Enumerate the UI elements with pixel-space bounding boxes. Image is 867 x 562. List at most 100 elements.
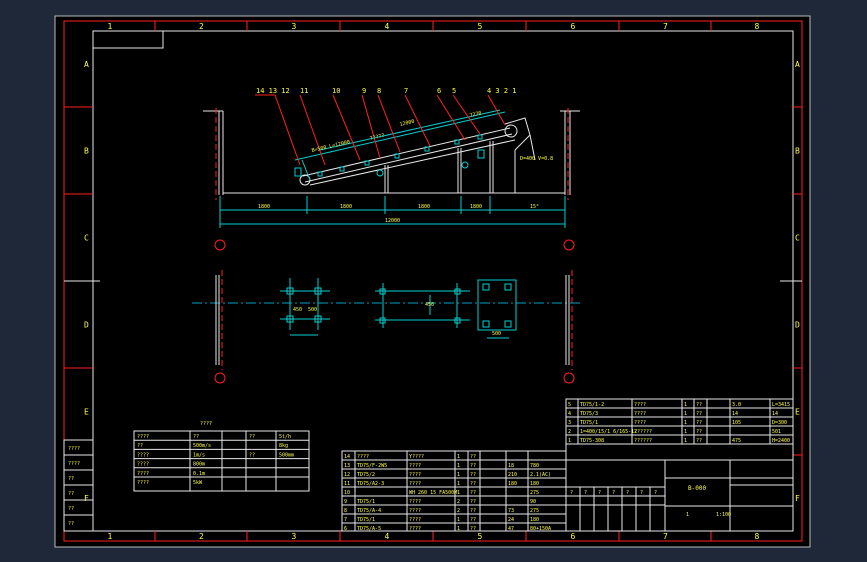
grid-column-label: 4 (385, 22, 390, 31)
upper-parts-cell: 475 (732, 438, 741, 444)
dimension-label: 15° (530, 204, 539, 210)
parts-cell: TD75/2 (357, 472, 375, 478)
upper-parts-cell: H=2400 (772, 438, 790, 444)
upper-parts-cell: 5 (568, 402, 571, 408)
grid-row-label: B (795, 147, 800, 156)
parts-cell: ?? (470, 508, 476, 514)
grid-row-label: E (795, 408, 800, 417)
parts-cell: 180 (530, 517, 539, 523)
dimension-label: 1800 (340, 204, 352, 210)
upper-parts-cell: ?????? (634, 438, 652, 444)
parts-cell: TD75/A-4 (357, 508, 381, 514)
upper-parts-cell: 14 (772, 411, 778, 417)
grid-row-label: D (795, 321, 800, 330)
scale-value: 1:100 (716, 512, 731, 518)
upper-parts-cell: 501 (772, 429, 781, 435)
elevation-view: 14 13 12 11 10 9 8 7 6 5 4 3 2 1 B=500 L… (203, 87, 580, 251)
parts-cell: 11 (344, 481, 350, 487)
parts-cell: ???? (409, 526, 421, 532)
grid-row-label: F (84, 494, 89, 503)
corner-label-box (92, 30, 164, 49)
parts-cell: 47 (508, 526, 514, 532)
upper-parts-cell: TD75/1 (580, 420, 598, 426)
parts-cell: 1 (457, 526, 460, 532)
grid-column-label: 3 (292, 22, 297, 31)
parts-cell: TD75/A2-3 (357, 481, 384, 487)
grid-row-label: A (795, 60, 800, 69)
upper-parts-cell: ???? (634, 411, 646, 417)
plan-dimension: 450 (425, 302, 434, 308)
upper-parts-cell: 3.0 (732, 402, 741, 408)
parts-cell: ?? (470, 526, 476, 532)
grid-column-label: 6 (571, 532, 576, 541)
spec-cell: ?? (249, 434, 255, 440)
parts-cell: ???? (409, 472, 421, 478)
plan-view: 450 500 450 500 (192, 270, 580, 384)
spec-cell: 500mm (279, 452, 294, 458)
title-label: ? (654, 490, 657, 496)
callout-label: 11 (300, 87, 308, 95)
parts-cell: ???? (357, 454, 369, 460)
parts-cell: 1 (457, 472, 460, 478)
grid-column-label: 2 (199, 532, 204, 541)
grid-column-label: 8 (755, 22, 760, 31)
grid-row-label: E (84, 408, 89, 417)
upper-parts-cell: 2 (568, 429, 571, 435)
parts-cell: ???? (409, 481, 421, 487)
grid-row-label: D (84, 321, 89, 330)
callout-label: 5 (452, 87, 456, 95)
parts-cell: ?? (470, 463, 476, 469)
slope-label: D=400 V=0.8 (520, 156, 553, 162)
dimension-label: 1800 (418, 204, 430, 210)
parts-cell: 73 (508, 508, 514, 514)
upper-parts-cell: ?????? (634, 429, 652, 435)
spec-cell: ?? (137, 443, 143, 449)
parts-cell: TD75/A-5 (357, 526, 381, 532)
grid-column-label: 6 (571, 22, 576, 31)
overall-length-label: 12000 (385, 218, 400, 224)
callout-label: 10 (332, 87, 340, 95)
parts-cell: ?? (470, 517, 476, 523)
parts-cell: 7 (344, 517, 347, 523)
callout-label: 6 (437, 87, 441, 95)
callout-label: 9 (362, 87, 366, 95)
spec-cell: ?? (249, 452, 255, 458)
grid-column-label: 2 (199, 22, 204, 31)
parts-cell: ?? (470, 454, 476, 460)
sheet-number: 1 (686, 512, 689, 518)
spec-cell: ???? (137, 480, 149, 486)
upper-parts-cell: ???? (634, 420, 646, 426)
parts-cell: 8 (344, 508, 347, 514)
callout-label: 7 (404, 87, 408, 95)
slope-label: 12000 (399, 119, 415, 128)
upper-parts-cell: ???? (634, 402, 646, 408)
spec-cell: ???? (137, 471, 149, 477)
upper-parts-cell: 1 (684, 402, 687, 408)
upper-parts-cell: ?? (696, 438, 702, 444)
parts-cell: ???? (409, 499, 421, 505)
title-block-border (565, 398, 794, 532)
parts-cell: 2 (457, 508, 460, 514)
parts-cell: ???? (409, 508, 421, 514)
grid-column-label: 5 (478, 532, 483, 541)
parts-cell: WH 260 15 FA500M (409, 490, 457, 496)
spec-cell: ?? (193, 434, 199, 440)
upper-parts-cell: TD75/1-2 (580, 402, 604, 408)
parts-cell: 9 (344, 499, 347, 505)
slope-label: 7270 (469, 110, 482, 119)
parts-cell: ?? (470, 490, 476, 496)
grid-row-label: B (84, 147, 89, 156)
upper-parts-cell: 1=400/15/1 6/165-12 (580, 429, 637, 435)
grid-row-label: C (795, 234, 800, 243)
parts-cell: 780 (530, 463, 539, 469)
upper-parts-cell: 3 (568, 420, 571, 426)
grid-column-label: 7 (663, 532, 668, 541)
parts-cell: ?? (470, 499, 476, 505)
parts-cell: 210 (508, 472, 517, 478)
parts-cell: 90 (530, 499, 536, 505)
revision-label: ?? (68, 521, 74, 527)
parts-cell: TD75/1 (357, 517, 375, 523)
parts-cell: 1 (457, 463, 460, 469)
